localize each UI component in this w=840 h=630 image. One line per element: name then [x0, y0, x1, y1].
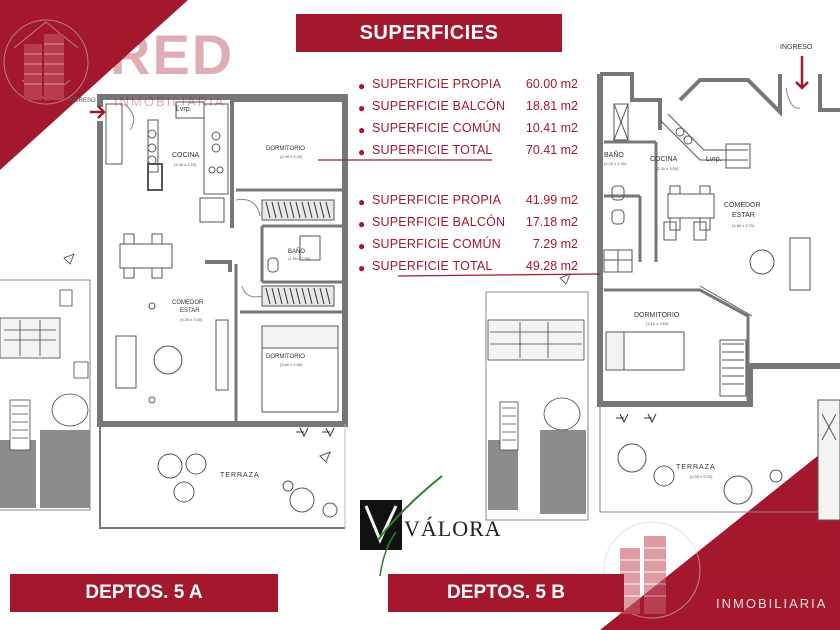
plan-a-bano-label: BAÑO	[288, 249, 306, 255]
plan-a-dormitorio2-label: DORMITORIO	[266, 354, 305, 360]
plan-b-terraza-label: TERRAZA	[676, 464, 716, 471]
plan-b	[597, 56, 840, 521]
plan-a-comedor-label: COMEDOR	[172, 300, 204, 306]
plan-b-bano-label: BAÑO	[604, 152, 624, 159]
plan-a-cocina-dim: (3.40 x 2.20)	[174, 162, 197, 167]
valora-logo-mark	[360, 475, 443, 577]
plan-a-terraza-label: TERRAZA	[220, 472, 260, 479]
plan-a-ingreso-label: INGRESO	[68, 98, 96, 104]
depto-5b-banner: DEPTOS. 5 B	[388, 574, 624, 612]
plan-a-estar-label: ESTAR	[180, 308, 200, 314]
plan-b-estar-label: ESTAR	[732, 212, 755, 219]
red-brand-sub-bottom: INMOBILIARIA	[716, 596, 828, 611]
red-brand-name-top: RED	[110, 23, 235, 86]
plan-a	[90, 94, 348, 529]
plan-b-cocina-label: COCINA	[650, 156, 678, 163]
plan-b-cocina-dim: (2.30 x 3.00)	[656, 166, 679, 171]
plan-b-lvrp-label: Lvrp.	[706, 156, 722, 163]
total-b-underline	[397, 273, 601, 277]
building-outline-right	[485, 273, 589, 521]
red-logo-icon-bottom	[603, 521, 701, 619]
plan-a-dormitorio2-dim: (3.60 x 2.80)	[280, 362, 303, 367]
red-brand-name-bottom: RED	[712, 525, 837, 588]
plan-b-ingreso-label: INGRESO	[780, 44, 813, 51]
plan-b-bano-dim: (2.20 x 1.40)	[604, 161, 627, 166]
plan-b-terraza-dim: (3.90 x 5.25)	[690, 474, 713, 479]
plan-a-dormitorio1-label: DORMITORIO	[266, 146, 305, 152]
plan-b-comedor-label: COMEDOR	[724, 202, 761, 209]
superficies-title: SUPERFICIES	[296, 14, 562, 52]
plan-a-comedor-dim: (5.25 x 3.30)	[180, 317, 203, 322]
plan-a-lvrp-label: Lvrp.	[176, 106, 192, 113]
plan-a-dormitorio1-dim: (3.45 x 3.20)	[280, 154, 303, 159]
red-logo-icon	[3, 19, 89, 105]
valora-logo-text: VÁLORA	[404, 516, 502, 541]
plan-a-cocina-label: COCINA	[172, 152, 200, 159]
plan-b-comedor-dim: (4.80 x 3.70)	[732, 223, 755, 228]
depto-5a-banner: DEPTOS. 5 A	[10, 574, 278, 612]
red-brand-sub-top: INMOBILIARIA	[114, 94, 226, 109]
plan-b-dormitorio-label: DORMITORIO	[634, 312, 680, 319]
building-outline-left	[0, 253, 91, 511]
plan-b-dormitorio-dim: (3.10 x 3.60)	[646, 321, 669, 326]
plan-a-bano-dim: (1.50 x 2.50)	[288, 256, 311, 261]
